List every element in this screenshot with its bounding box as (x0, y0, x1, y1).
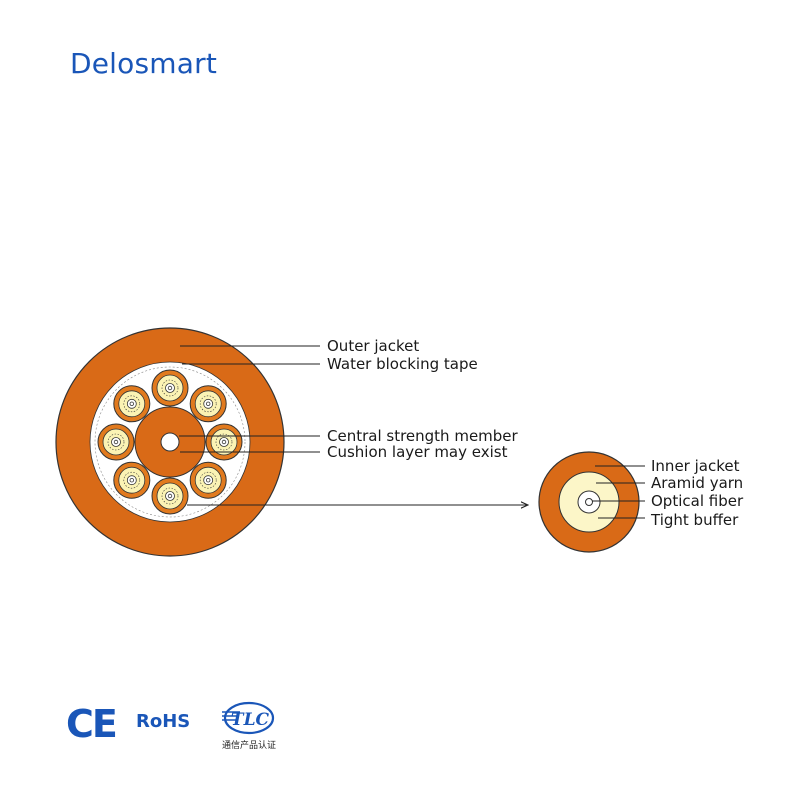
label-outer-jacket: Outer jacket (327, 337, 419, 355)
tight-buffered-tube (97, 423, 135, 461)
tight-buffered-tube (189, 385, 227, 423)
tight-buffered-tube (151, 369, 189, 407)
tlc-logo-text: TLC (231, 710, 270, 730)
tight-buffered-tube (189, 461, 227, 499)
label-optical-fiber: Optical fiber (651, 492, 744, 510)
fiber-detail (538, 451, 640, 553)
tube-layer (221, 439, 227, 445)
tube-layer (167, 493, 173, 499)
tube-layer (205, 478, 211, 483)
label-central-strength-member: Central strength member (327, 427, 519, 445)
label-inner-jacket: Inner jacket (651, 457, 740, 475)
tube-layer (129, 478, 134, 483)
label-cushion-layer: Cushion layer may exist (327, 443, 508, 461)
central-strength-core (160, 432, 180, 452)
main-cable (55, 327, 285, 557)
tight-buffered-tubes (97, 369, 243, 515)
optical-fiber (585, 498, 593, 506)
label-tight-buffer: Tight buffer (650, 511, 739, 529)
label-water-blocking-tape: Water blocking tape (327, 355, 478, 373)
tube-layer (129, 401, 134, 406)
tube-layer (167, 385, 173, 391)
tight-buffered-tube (205, 423, 243, 461)
rohs-mark: RoHS (136, 711, 191, 732)
tube-layer (113, 439, 119, 445)
ce-mark: CE (66, 702, 118, 746)
tlc-logo-subtitle: 通信产品认证 (222, 739, 276, 751)
tight-buffered-tube (113, 461, 151, 499)
label-aramid-yarn: Aramid yarn (651, 474, 743, 492)
tight-buffered-tube (151, 477, 189, 515)
tube-layer (205, 401, 211, 406)
tight-buffered-tube (113, 385, 151, 423)
brand-logo: Delosmart (70, 47, 218, 80)
fiber-leader-lines (592, 465, 645, 519)
cable-leader-lines (179, 345, 320, 453)
tlc-certification-logo: TLC 通信产品认证 (222, 701, 276, 751)
tlc-logo-swoosh (223, 701, 275, 735)
